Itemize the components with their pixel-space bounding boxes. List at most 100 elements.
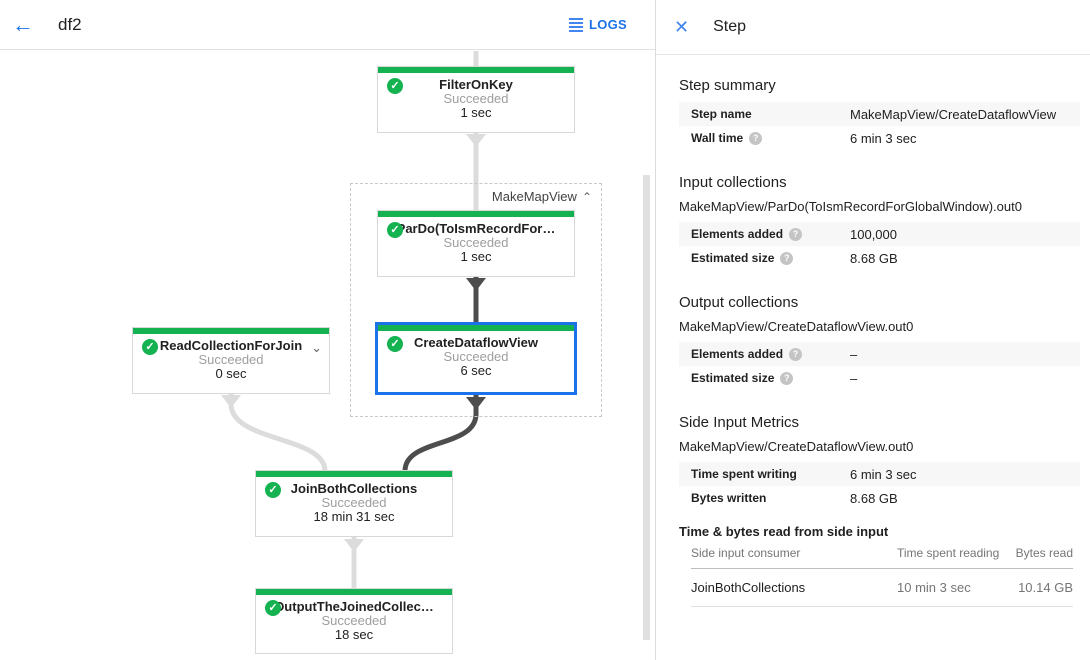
- group-label: MakeMapView: [491, 189, 577, 204]
- node-time: 18 min 31 sec: [313, 509, 395, 524]
- step-name-row: Step name MakeMapView/CreateDataflowView: [679, 102, 1080, 126]
- node-time: 0 sec: [215, 366, 247, 381]
- wall-time-label: Wall time?: [691, 131, 850, 145]
- side-input-table-title: Time & bytes read from side input: [679, 524, 889, 539]
- elements-added-label: Elements added?: [691, 347, 850, 361]
- bytes-written-row: Bytes written 8.68 GB: [679, 486, 1080, 510]
- node-status: Succeeded: [443, 91, 509, 106]
- elements-added-row: Elements added? –: [679, 342, 1080, 366]
- side-input-collection-name: MakeMapView/CreateDataflowView.out0: [679, 439, 914, 454]
- help-icon[interactable]: ?: [789, 227, 803, 241]
- close-icon[interactable]: ✕: [674, 16, 690, 37]
- step-panel-content: Step summary Step name MakeMapView/Creat…: [656, 77, 1090, 607]
- job-header: ← df2 LOGS: [0, 0, 655, 50]
- side-input-table-row: JoinBothCollections 10 min 3 sec 10.14 G…: [691, 569, 1073, 607]
- estimated-size-label: Estimated size?: [691, 371, 850, 385]
- step-details-panel: ✕ Step Step summary Step name MakeMapVie…: [655, 0, 1090, 660]
- help-icon[interactable]: ?: [780, 251, 794, 265]
- output-collections-heading: Output collections: [679, 294, 799, 311]
- output-collections-rows: Elements added? – Estimated size? –: [679, 342, 1080, 390]
- estimated-size-label: Estimated size?: [691, 251, 850, 265]
- node-status: Succeeded: [321, 495, 387, 510]
- bytes-written-label: Bytes written: [691, 491, 767, 505]
- expand-node-icon[interactable]: ⌄: [311, 340, 322, 355]
- wall-time-value: 6 min 3 sec: [850, 130, 917, 146]
- input-collections-heading: Input collections: [679, 174, 787, 191]
- succeeded-check-icon: ✓: [142, 339, 158, 355]
- node-title: FilterOnKey: [439, 78, 513, 92]
- estimated-size-row: Estimated size? –: [679, 366, 1080, 390]
- status-bar: [378, 325, 574, 331]
- graph-node-readcollectionforjoin[interactable]: ✓ ⌄ ReadCollectionForJoin Succeeded 0 se…: [132, 327, 330, 394]
- back-arrow-icon[interactable]: ←: [12, 11, 34, 37]
- estimated-size-value: 8.68 GB: [850, 250, 898, 266]
- side-input-metrics-rows: Time spent writing 6 min 3 sec Bytes wri…: [679, 462, 1080, 510]
- graph-node-createdataflowview-selected[interactable]: ✓ CreateDataflowView Succeeded 6 sec: [375, 322, 577, 395]
- group-makemapview: MakeMapView ⌃: [350, 183, 602, 417]
- time-spent-writing-row: Time spent writing 6 min 3 sec: [679, 462, 1080, 486]
- graph-scrollbar-thumb[interactable]: [643, 175, 650, 640]
- graph-node-filteronkey[interactable]: ✓ FilterOnKey Succeeded 1 sec: [377, 66, 575, 133]
- help-icon[interactable]: ?: [789, 347, 803, 361]
- graph-node-joinbothcollections[interactable]: ✓ JoinBothCollections Succeeded 18 min 3…: [255, 470, 453, 537]
- succeeded-check-icon: ✓: [265, 482, 281, 498]
- consumer-cell: JoinBothCollections: [691, 580, 806, 595]
- succeeded-check-icon: ✓: [387, 222, 403, 238]
- succeeded-check-icon: ✓: [387, 336, 403, 352]
- status-bar: [378, 211, 574, 217]
- elements-added-label: Elements added?: [691, 227, 850, 241]
- node-status: Succeeded: [443, 349, 509, 364]
- elements-added-row: Elements added? 100,000: [679, 222, 1080, 246]
- graph-node-outputthejoinedcollection[interactable]: ✓ OutputTheJoinedCollec… Succeeded 18 se…: [255, 588, 453, 654]
- step-name-value: MakeMapView/CreateDataflowView: [850, 106, 1057, 122]
- status-bar: [378, 67, 574, 73]
- side-input-table-header: Side input consumer Time spent reading B…: [691, 539, 1073, 569]
- input-collections-rows: Elements added? 100,000 Estimated size? …: [679, 222, 1080, 270]
- step-summary-rows: Step name MakeMapView/CreateDataflowView…: [679, 102, 1080, 150]
- help-icon[interactable]: ?: [780, 371, 794, 385]
- job-title: df2: [58, 14, 82, 34]
- col-bytes-read: Bytes read: [1015, 546, 1073, 560]
- node-time: 18 sec: [334, 627, 374, 642]
- succeeded-check-icon: ✓: [265, 600, 281, 616]
- input-collection-name: MakeMapView/ParDo(ToIsmRecordForGlobalWi…: [679, 199, 1022, 214]
- bytes-read-cell: 10.14 GB: [1018, 580, 1073, 595]
- logs-label: LOGS: [588, 17, 627, 32]
- node-title: OutputTheJoinedCollec…: [274, 600, 434, 614]
- node-time: 1 sec: [460, 249, 492, 264]
- elements-added-value: 100,000: [850, 226, 897, 242]
- node-time: 6 sec: [460, 363, 492, 378]
- output-collection-name: MakeMapView/CreateDataflowView.out0: [679, 319, 914, 334]
- logs-list-icon: [568, 17, 583, 32]
- help-icon[interactable]: ?: [749, 131, 763, 145]
- pipeline-edges: [221, 51, 486, 589]
- graph-node-pardo-toismrecord[interactable]: ✓ ParDo(ToIsmRecordFor… Succeeded 1 sec: [377, 210, 575, 277]
- collapse-group-icon[interactable]: ⌃: [581, 189, 592, 204]
- step-name-label: Step name: [691, 107, 752, 121]
- time-spent-writing-value: 6 min 3 sec: [850, 466, 917, 482]
- node-status: Succeeded: [443, 235, 509, 250]
- col-time-spent-reading: Time spent reading: [897, 546, 1000, 560]
- node-title: ReadCollectionForJoin: [159, 339, 303, 353]
- wall-time-row: Wall time? 6 min 3 sec: [679, 126, 1080, 150]
- step-panel-header: ✕ Step: [656, 0, 1090, 55]
- node-title: CreateDataflowView: [413, 336, 539, 350]
- time-spent-writing-label: Time spent writing: [691, 467, 797, 481]
- step-summary-heading: Step summary: [679, 77, 776, 94]
- status-bar: [256, 589, 452, 595]
- estimated-size-row: Estimated size? 8.68 GB: [679, 246, 1080, 270]
- bytes-written-value: 8.68 GB: [850, 490, 898, 506]
- logs-button[interactable]: LOGS: [568, 17, 627, 32]
- node-status: Succeeded: [198, 352, 264, 367]
- elements-added-value: –: [850, 346, 858, 362]
- node-title: ParDo(ToIsmRecordFor…: [396, 222, 556, 236]
- col-side-input-consumer: Side input consumer: [691, 546, 801, 560]
- node-time: 1 sec: [460, 105, 492, 120]
- side-input-table: Side input consumer Time spent reading B…: [691, 539, 1073, 607]
- panel-title: Step: [713, 18, 747, 35]
- pipeline-graph-panel: MakeMapView ⌃ ✓ FilterOnKey Succeeded 1 …: [0, 0, 655, 654]
- status-bar: [133, 328, 329, 334]
- node-status: Succeeded: [321, 613, 387, 628]
- time-reading-cell: 10 min 3 sec: [897, 580, 971, 595]
